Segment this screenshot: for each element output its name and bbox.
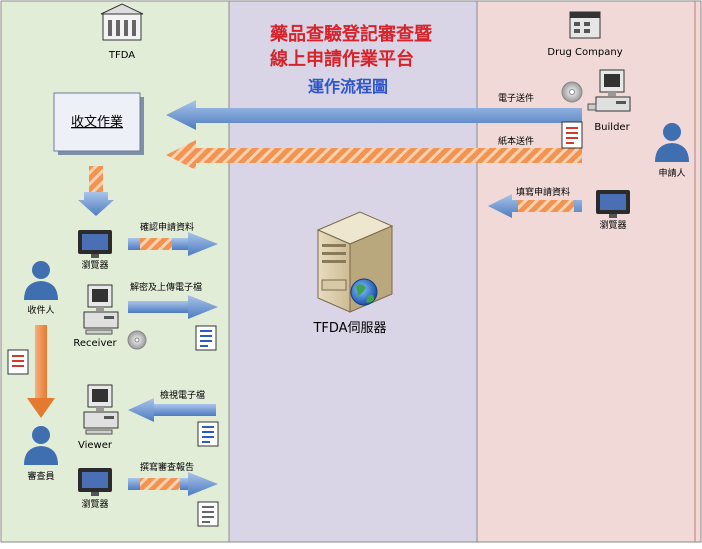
report-label: 撰寫審查報告 <box>140 461 194 473</box>
company-panel <box>476 0 702 543</box>
view-label: 檢視電子檔 <box>160 389 205 401</box>
fill-label: 填寫申請資料 <box>516 186 570 198</box>
document-icon-red <box>7 349 29 375</box>
view-arrow <box>128 398 216 422</box>
company-label: Drug Company <box>547 47 622 58</box>
document-icon-blue-2 <box>197 421 219 447</box>
tfda-building-icon <box>100 3 144 41</box>
electronic-submission-arrow <box>166 100 582 130</box>
title-line3: 運作流程圖 <box>308 77 388 96</box>
applicant-label: 申請人 <box>658 167 685 179</box>
reviewer-label: 審查員 <box>27 470 54 482</box>
tfda-label: TFDA <box>108 50 135 61</box>
applicant-person-icon <box>655 123 689 162</box>
paper-label: 紙本送件 <box>498 135 534 147</box>
document-icon-blue-1 <box>195 325 217 351</box>
receipt-box-label: 收文作業 <box>71 114 123 130</box>
browser-right-label: 瀏覽器 <box>599 219 626 231</box>
receipt-box <box>53 92 141 152</box>
title-line2: 線上申請作業平台 <box>270 48 414 70</box>
paper-submission-arrow <box>166 140 582 170</box>
down-arrow-1 <box>78 166 114 216</box>
browser-monitor-icon-right <box>596 190 630 218</box>
cd-icon-right <box>561 81 583 103</box>
browser-monitor-icon-2 <box>78 468 112 496</box>
report-arrow <box>128 472 218 496</box>
orange-down-arrow <box>27 325 55 418</box>
decrypt-label: 解密及上傳電子檔 <box>130 281 202 293</box>
server-label: TFDA伺服器 <box>312 321 386 336</box>
builder-computer-icon <box>587 69 631 112</box>
viewer-computer-icon <box>83 384 119 435</box>
fill-arrow <box>488 194 582 218</box>
browser1-label: 瀏覽器 <box>81 259 108 271</box>
document-icon-red-right <box>561 121 583 149</box>
document-icon-gray <box>197 501 219 527</box>
receiver-label: Receiver <box>73 338 117 349</box>
title-line1: 藥品查驗登記審查暨 <box>269 23 432 45</box>
company-building-icon <box>569 11 601 39</box>
builder-label: Builder <box>594 122 630 133</box>
clerk-person-icon <box>24 261 58 300</box>
confirm-arrow <box>128 232 218 256</box>
cd-icon-left <box>127 330 147 350</box>
confirm-label: 確認申請資料 <box>140 221 194 233</box>
reviewer-person-icon <box>24 426 58 465</box>
electronic-label: 電子送件 <box>498 92 534 104</box>
receiver-computer-icon <box>83 284 119 335</box>
decrypt-arrow <box>128 295 218 319</box>
globe-icon <box>350 278 378 306</box>
browser2-label: 瀏覽器 <box>81 498 108 510</box>
clerk-label: 收件人 <box>27 304 54 316</box>
browser-monitor-icon-1 <box>78 230 112 258</box>
viewer-label: Viewer <box>78 440 113 451</box>
